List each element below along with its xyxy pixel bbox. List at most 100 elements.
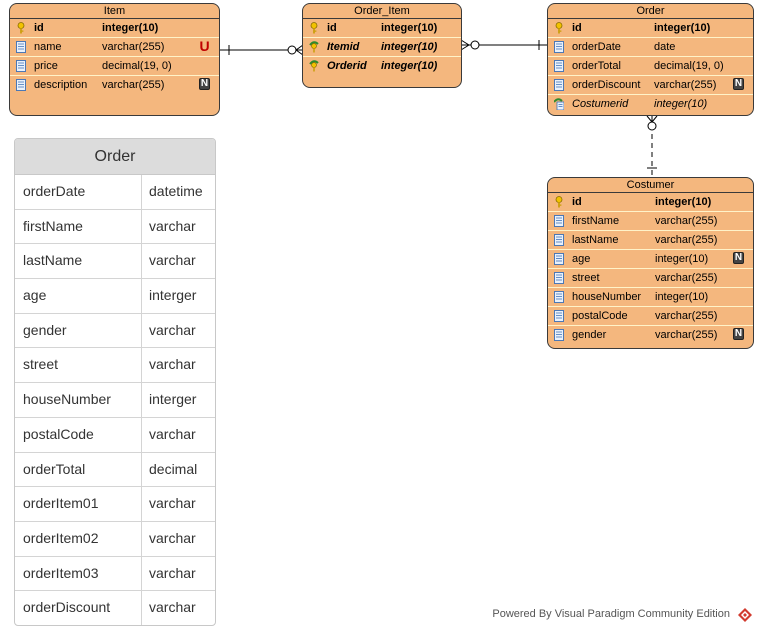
column-name: postalCode	[572, 310, 628, 322]
field-type: datetime	[141, 175, 203, 209]
column-icon	[16, 60, 26, 72]
primary-key-icon	[310, 22, 318, 34]
column-row[interactable]: street varchar(255)	[548, 269, 753, 288]
column-name: price	[34, 60, 58, 72]
column-row[interactable]: Orderid integer(10)	[303, 57, 461, 75]
field-name: street	[23, 356, 59, 373]
column-type: varchar(255)	[655, 215, 718, 227]
column-type: varchar(255)	[655, 272, 718, 284]
column-name: street	[572, 272, 600, 284]
field-name: orderItem03	[23, 564, 99, 581]
nullable-badge-icon: N	[733, 252, 744, 264]
column-name: name	[34, 41, 62, 53]
column-name: gender	[572, 329, 607, 341]
column-row[interactable]: price decimal(19, 0)	[10, 57, 219, 76]
primary-key-icon	[555, 196, 563, 208]
field-name: orderItem02	[23, 529, 99, 546]
column-row[interactable]: orderDiscount varchar(255) N	[548, 76, 753, 95]
column-icon	[16, 41, 26, 53]
field-type: interger	[141, 279, 196, 313]
column-type: decimal(19, 0)	[102, 60, 172, 72]
field-type: varchar	[141, 591, 196, 625]
visual-paradigm-logo-icon	[738, 608, 752, 622]
column-row[interactable]: gender varchar(255) N	[548, 326, 753, 344]
primary-key-icon	[555, 22, 563, 34]
column-type: integer(10)	[654, 98, 708, 110]
field-name: orderTotal	[23, 460, 86, 477]
column-type: integer(10)	[381, 60, 438, 72]
column-name: id	[34, 22, 44, 34]
column-type: varchar(255)	[655, 310, 718, 322]
column-icon	[554, 41, 564, 53]
field-name: orderDate	[23, 183, 86, 199]
primary-key-icon	[17, 22, 25, 34]
foreign-primary-key-icon	[309, 41, 319, 53]
column-type: integer(10)	[102, 22, 159, 34]
entity-title: Order_Item	[303, 4, 461, 19]
nullable-badge-icon: N	[733, 78, 744, 90]
field-type: varchar	[141, 348, 196, 383]
column-name: id	[327, 22, 337, 34]
column-icon	[16, 79, 26, 91]
column-name: orderDate	[572, 41, 621, 53]
column-icon	[554, 234, 564, 246]
column-type: integer(10)	[655, 196, 712, 208]
field-name: firstName	[23, 217, 83, 234]
table-row: gender varchar	[15, 313, 215, 349]
column-icon	[554, 329, 564, 341]
foreign-primary-key-icon	[309, 60, 319, 72]
entity-title: Item	[10, 4, 219, 19]
column-name: Costumerid	[572, 98, 629, 110]
column-row[interactable]: id integer(10)	[10, 19, 219, 38]
column-type: date	[654, 41, 676, 53]
column-type: decimal(19, 0)	[654, 60, 724, 72]
column-type: varchar(255)	[102, 79, 165, 91]
table-row: firstName varchar	[15, 209, 215, 245]
powered-by-footer: Powered By Visual Paradigm Community Edi…	[492, 608, 730, 620]
nullable-badge-icon: N	[733, 328, 744, 340]
field-type: varchar	[141, 313, 196, 348]
column-name: firstName	[572, 215, 620, 227]
column-row[interactable]: firstName varchar(255)	[548, 212, 753, 231]
column-type: varchar(255)	[655, 329, 718, 341]
field-type: varchar	[141, 209, 196, 244]
field-name: gender	[23, 321, 67, 338]
column-icon	[554, 253, 564, 265]
column-icon	[554, 272, 564, 284]
table-row: orderDate datetime	[15, 175, 215, 210]
column-icon	[554, 215, 564, 227]
column-name: Orderid	[327, 60, 367, 72]
column-row[interactable]: postalCode varchar(255)	[548, 307, 753, 326]
field-name: orderItem01	[23, 495, 99, 512]
column-row[interactable]: orderDate date	[548, 38, 753, 57]
column-type: integer(10)	[381, 41, 438, 53]
column-type: varchar(255)	[654, 79, 717, 91]
column-name: description	[34, 79, 88, 91]
column-name: orderDiscount	[572, 79, 641, 91]
entity-title: Costumer	[548, 178, 753, 193]
column-row[interactable]: Costumerid integer(10)	[548, 95, 753, 113]
